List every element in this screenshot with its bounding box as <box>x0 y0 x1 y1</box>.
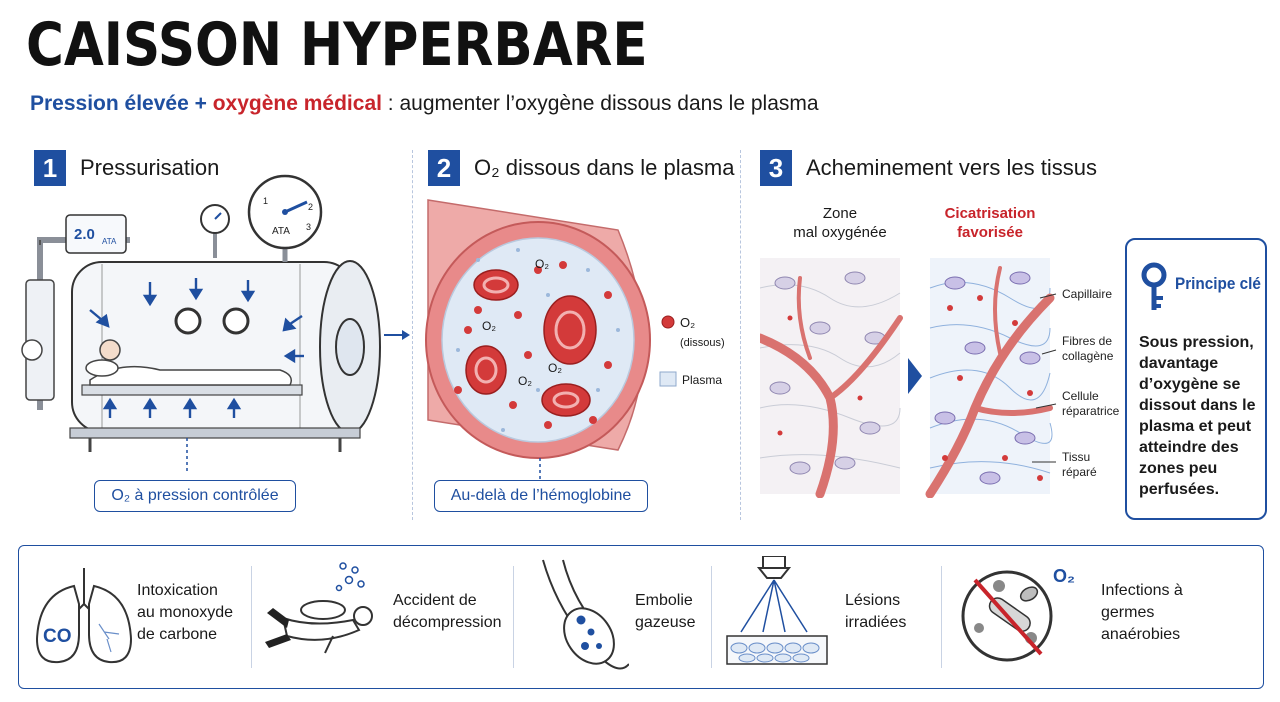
annotation-repair-cell: Cellule réparatrice <box>1062 389 1120 418</box>
subtitle-rest: : augmenter l’oxygène dissous dans le pl… <box>381 92 819 115</box>
indication-divider <box>941 566 942 668</box>
plasma-legend-swatch <box>659 371 677 387</box>
o2-legend-label: O₂ <box>680 315 695 330</box>
o2-label: O₂ <box>482 319 496 333</box>
page-title: CAISSON HYPERBARE <box>26 10 648 80</box>
gauge-tick: 2 <box>308 202 313 212</box>
step-1-title: Pressurisation <box>80 155 220 180</box>
o2-badge: O₂ <box>1053 566 1075 586</box>
diver-icon <box>265 562 373 654</box>
key-principle-text: Sous pression, davantage d’oxygène se di… <box>1139 334 1256 498</box>
gauge-tick: 3 <box>306 222 311 232</box>
gauge-tick: 1 <box>263 196 268 206</box>
indication-embolism-label: Embolie gazeuse <box>635 592 696 631</box>
o2-label: O₂ <box>518 374 532 388</box>
vessel-plasma-illustration: O₂ O₂ O₂ O₂ O₂ (dissous) Plasma <box>425 199 725 480</box>
step-2-title: O₂ dissous dans le plasma <box>474 155 735 180</box>
key-principle-title: Principe clé <box>1175 274 1261 293</box>
annotation-capillary: Capillaire <box>1062 287 1113 301</box>
step-1-header: 1 Pressurisation <box>34 150 219 186</box>
indications-panel: CO Intoxication au monoxyde de carbone A… <box>18 545 1264 689</box>
key-principle-box: Principe clé Sous pression, davantage d’… <box>1125 238 1267 520</box>
indication-anaerobic-label: Infections à germes anaérobies <box>1101 582 1183 643</box>
indication-divider <box>251 566 252 668</box>
step-3-number: 3 <box>760 150 792 186</box>
column-divider <box>740 150 741 520</box>
lungs-icon: CO <box>35 568 133 664</box>
co-badge: CO <box>43 626 72 647</box>
plasma-legend-label: Plasma <box>682 373 722 387</box>
zone-poor-oxygen-label: Zone mal oxygénée <box>793 205 887 241</box>
step-2-header: 2 O₂ dissous dans le plasma <box>428 150 734 186</box>
step-1-number: 1 <box>34 150 66 186</box>
zone-healing-label: Cicatrisation favorisée <box>944 205 1036 241</box>
step-2-pill: Au-delà de l’hémoglobine <box>434 480 648 512</box>
annotation-collagen: Fibres de collagène <box>1062 334 1114 363</box>
step-1-pill: O₂ à pression contrôlée <box>94 480 296 512</box>
vessel-bubbles-icon <box>542 559 629 670</box>
hyperbaric-chamber-illustration: 2.0 ATA ATA 1 2 3 <box>21 174 381 472</box>
indication-co-label: Intoxication au monoxyde de carbone <box>137 582 234 643</box>
step-3-header: 3 Acheminement vers les tissus <box>760 150 1097 186</box>
step-2-number: 2 <box>428 150 460 186</box>
subtitle-plus: + <box>188 92 213 115</box>
page-subtitle: Pression élevée + oxygène médical : augm… <box>30 92 819 116</box>
key-icon <box>1141 262 1167 310</box>
bacteria-icon: O₂ <box>961 566 1075 662</box>
indication-divider <box>513 566 514 668</box>
o2-label: O₂ <box>535 257 549 271</box>
gauge-unit-label: ATA <box>272 226 290 237</box>
subtitle-oxygen: oxygène médical <box>212 92 382 115</box>
pressure-display-unit: ATA <box>102 237 117 246</box>
indication-irradiated-label: Lésions irradiées <box>845 592 907 631</box>
tissue-comparison-illustration <box>760 258 1057 498</box>
arrow-right-icon <box>908 358 922 394</box>
o2-legend-swatch <box>661 315 675 329</box>
indication-decompression-label: Accident de décompression <box>393 592 502 631</box>
subtitle-pressure: Pression élevée <box>30 92 189 115</box>
indication-divider <box>711 566 712 668</box>
radiation-tissue-icon <box>726 556 828 665</box>
column-divider <box>412 150 413 520</box>
o2-legend-sub: (dissous) <box>680 337 725 349</box>
arrow-right-icon <box>384 330 410 340</box>
pressure-display-value: 2.0 <box>74 226 95 243</box>
annotation-repaired-tissue: Tissu réparé <box>1062 450 1097 479</box>
step-3-title: Acheminement vers les tissus <box>806 155 1097 180</box>
o2-label: O₂ <box>548 361 562 375</box>
